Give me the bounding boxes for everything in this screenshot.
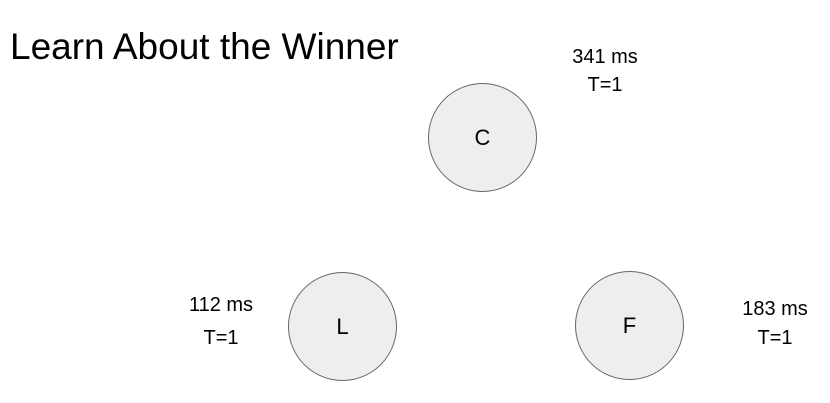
node-circle-c: C — [428, 83, 537, 192]
node-circle-l: L — [288, 272, 397, 381]
node-temperature-label-l: T=1 — [203, 327, 239, 349]
node-label-f: 183 ms T=1 — [705, 295, 830, 353]
node-letter-l: L — [336, 313, 349, 339]
node-letter-f: F — [622, 312, 637, 338]
node-temperature-label-c: T=1 — [587, 74, 623, 96]
node-latency-label-l: 112 ms — [188, 294, 254, 316]
node-label-l: 112 ms T=1 — [151, 289, 291, 355]
node-label-c: 341 ms T=1 — [535, 43, 675, 99]
node-letter-c: C — [474, 124, 491, 150]
slide-title: Learn About the Winner — [10, 26, 399, 67]
node-latency-label-c: 341 ms — [572, 46, 638, 68]
node-latency-label-f: 183 ms — [742, 298, 808, 320]
node-temperature-label-f: T=1 — [757, 327, 793, 349]
node-circle-f: F — [575, 271, 684, 380]
